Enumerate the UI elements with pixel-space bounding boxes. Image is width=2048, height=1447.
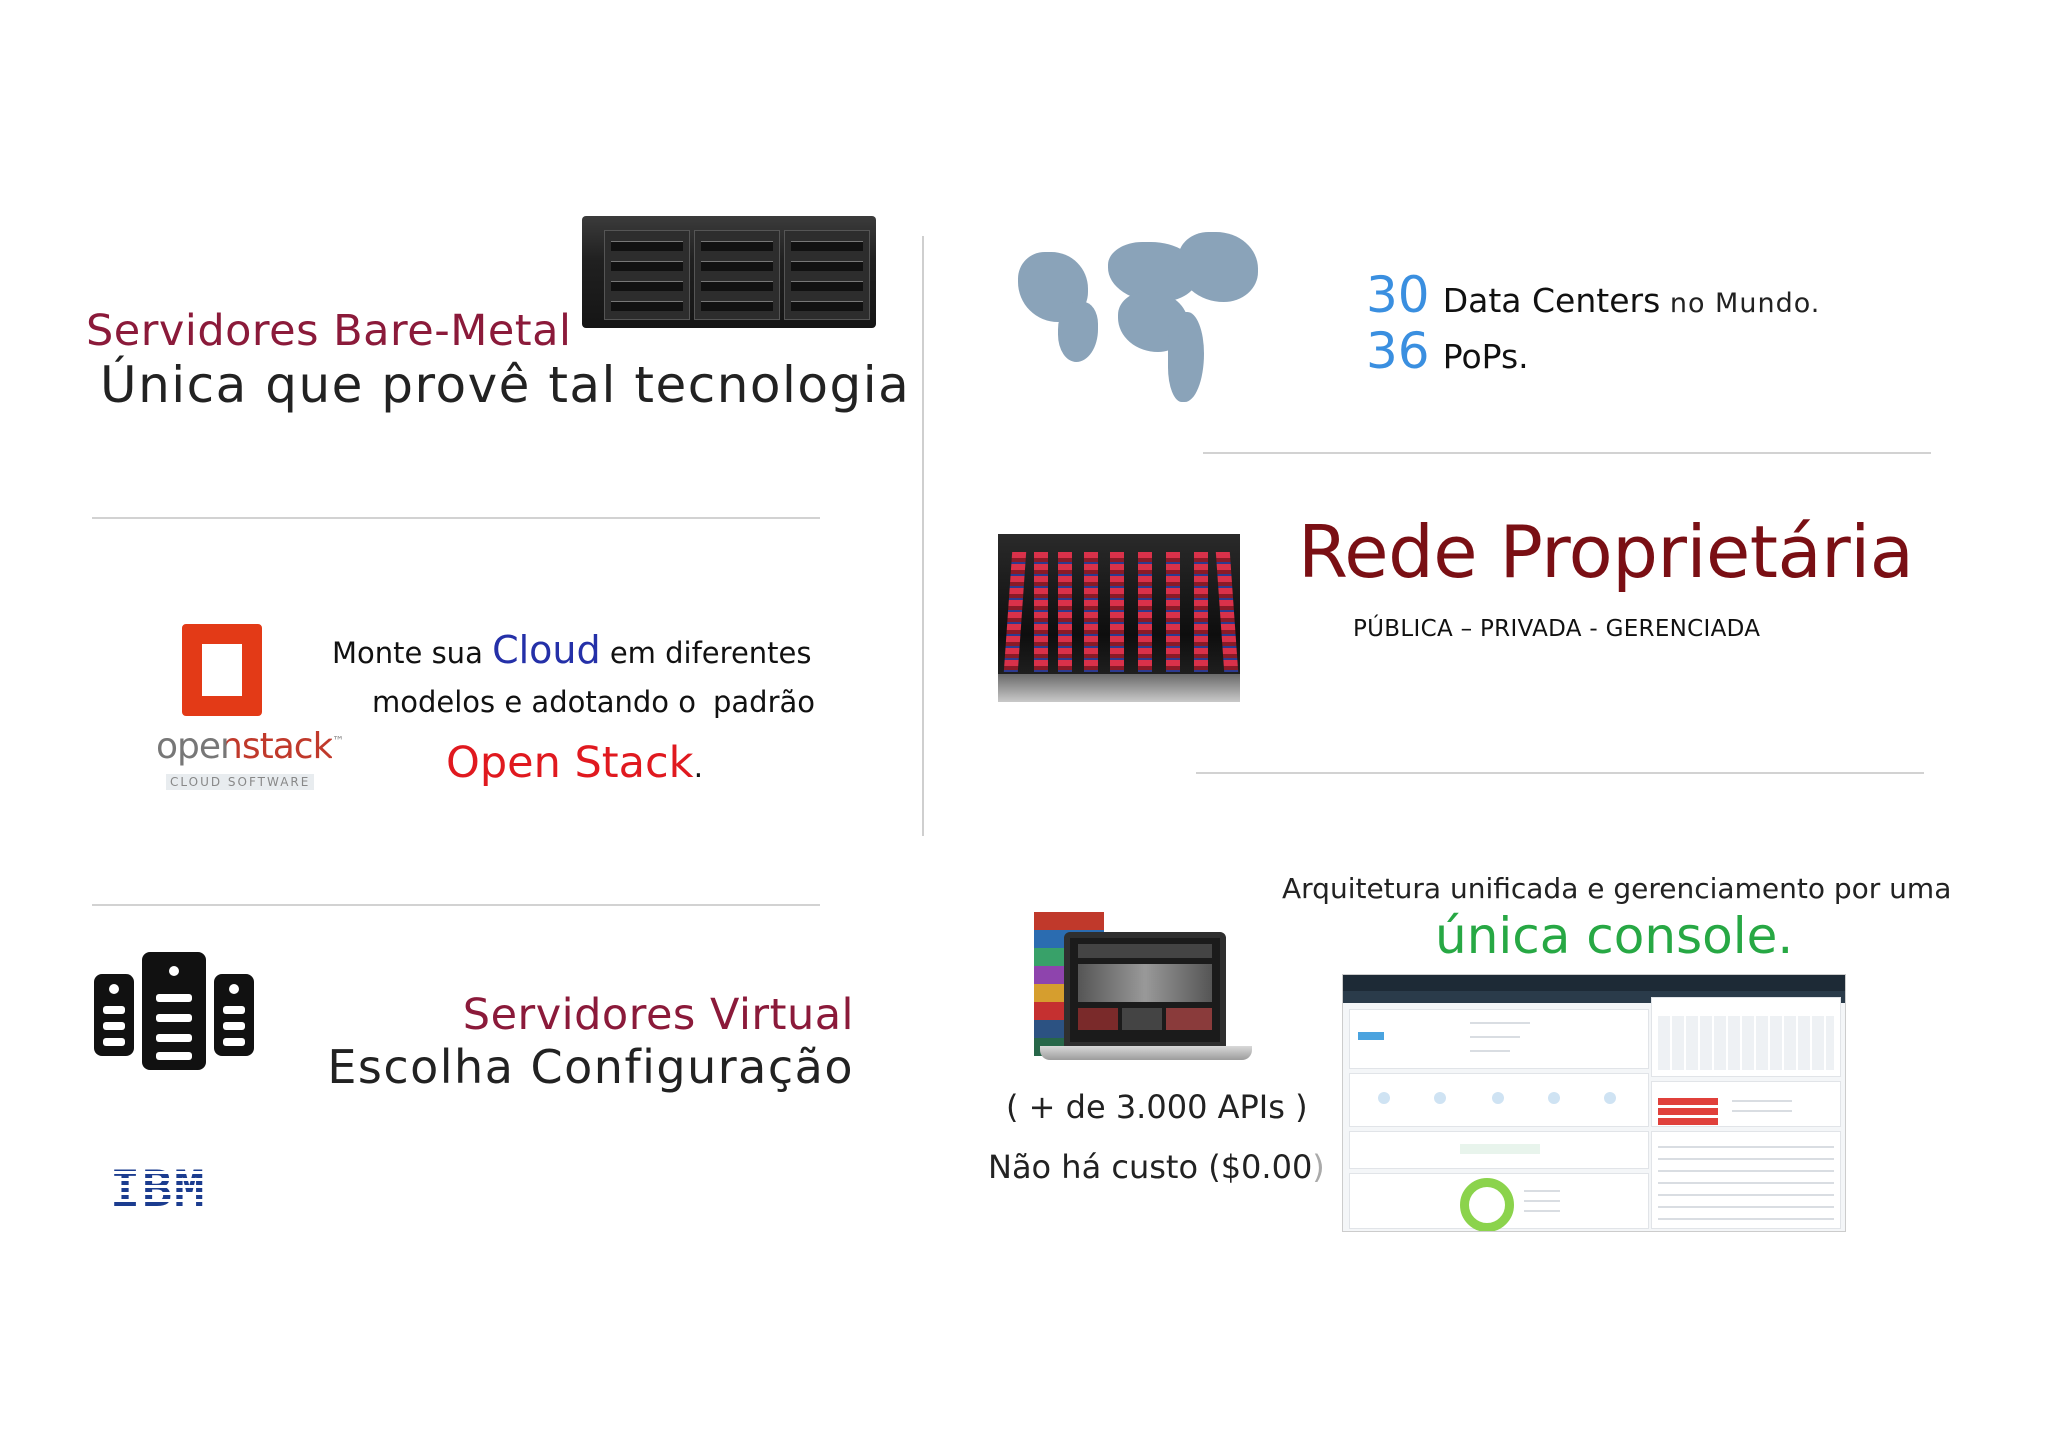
datacenter-cables-image: [998, 534, 1240, 702]
datacenters-count: 30: [1366, 266, 1430, 324]
divider-left-1: [92, 517, 820, 519]
divider-left-2: [92, 904, 820, 906]
openstack-logo-wordmark: openstack™: [156, 726, 344, 767]
pops-count: 36: [1366, 322, 1430, 380]
openstack-line-1: Monte sua Cloud em diferentes: [332, 628, 812, 672]
openstack-line-3: Open Stack.: [446, 738, 704, 788]
center-vertical-divider: [922, 236, 924, 836]
pops-label: PoPs: [1442, 337, 1519, 376]
cost-text: Não há custo ($0.00): [988, 1148, 1325, 1186]
virtual-servers-subtitle: Escolha Configuração: [327, 1040, 854, 1094]
datacenters-label: Data Centers: [1442, 281, 1661, 320]
console-highlight: única console.: [1435, 907, 1794, 965]
server-rack-image: [582, 216, 876, 328]
bare-metal-title: Servidores Bare-Metal: [86, 306, 572, 356]
openstack-logo: openstack™ CLOUD SOFTWARE: [150, 620, 344, 790]
network-title: Rede Proprietária: [1298, 510, 1914, 594]
open-stack-highlight: Open Stack: [446, 738, 694, 788]
server-cluster-icon: [94, 952, 258, 1072]
world-map-image: [1018, 232, 1258, 402]
console-intro: Arquitetura unificada e gerenciamento po…: [1282, 872, 1952, 905]
divider-right-1: [1203, 452, 1931, 454]
divider-right-2: [1196, 772, 1924, 774]
openstack-logo-icon: [182, 624, 262, 716]
cloud-highlight: Cloud: [492, 628, 601, 672]
openstack-logo-sub: CLOUD SOFTWARE: [166, 774, 315, 790]
openstack-line-2b: padrão: [713, 685, 816, 719]
ibm-logo: IBM: [110, 1160, 207, 1218]
datacenters-row: 30 Data Centers no Mundo.: [1366, 266, 1821, 324]
virtual-servers-title: Servidores Virtual: [462, 990, 854, 1040]
laptop-api-image: [1034, 912, 1260, 1072]
network-subtitle: PÚBLICA – PRIVADA - GERENCIADA: [1353, 616, 1761, 642]
pops-row: 36 PoPs.: [1366, 322, 1529, 380]
openstack-line-2a: modelos e adotando o: [372, 685, 696, 719]
bare-metal-subtitle: Única que provê tal tecnologia: [100, 356, 911, 414]
apis-text: ( + de 3.000 APIs ): [1006, 1088, 1308, 1126]
console-screenshot: [1342, 974, 1846, 1232]
